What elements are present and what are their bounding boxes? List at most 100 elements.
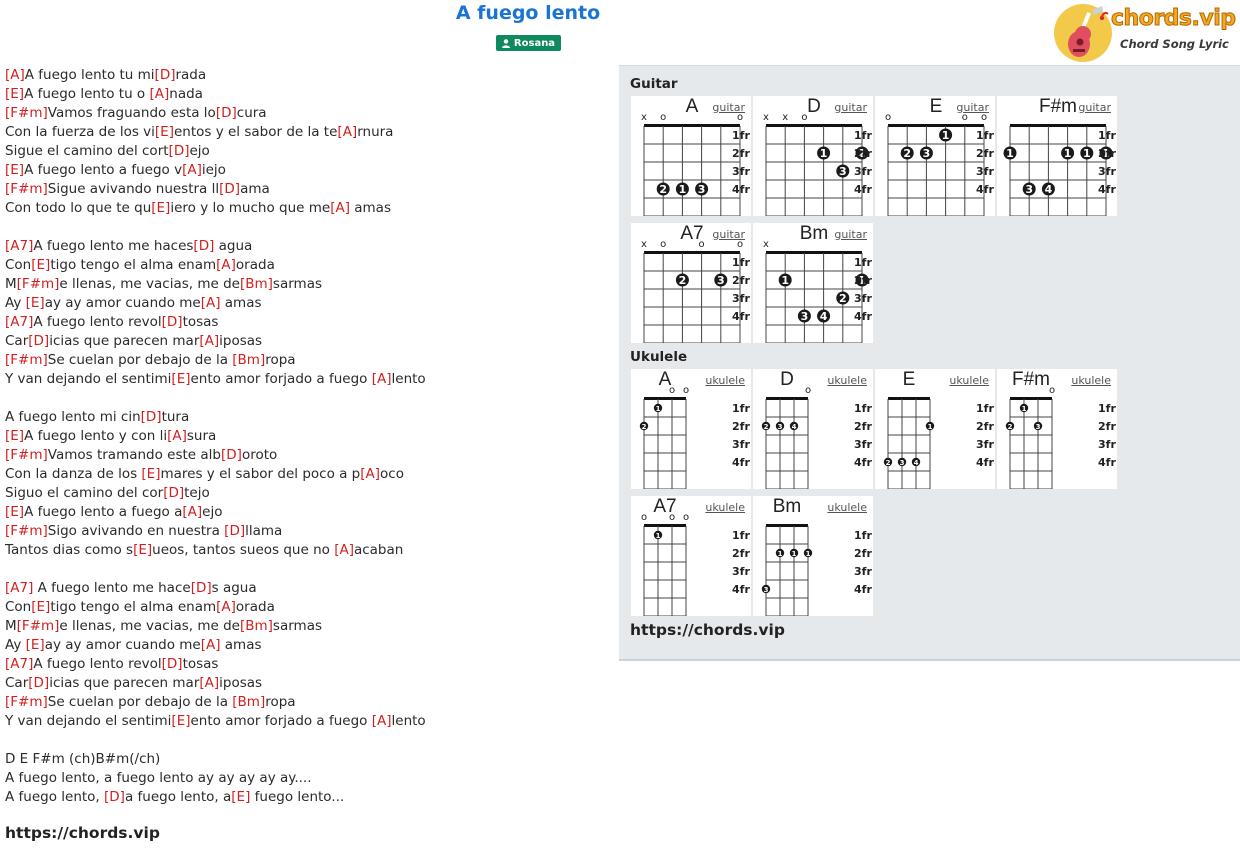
chord-link[interactable]: [A] <box>360 466 381 482</box>
lyric-line: [A7]A fuego lento revol[D]tosas <box>5 313 605 332</box>
chord-link[interactable]: [F#m] <box>5 181 48 197</box>
chord-link[interactable]: [A] <box>167 428 187 444</box>
chord-link[interactable]: [D] <box>161 314 183 330</box>
chord-link[interactable]: [Bm] <box>239 276 273 292</box>
chord-link[interactable]: [A] <box>200 295 221 311</box>
guitar-chord-link[interactable]: guitar <box>712 101 745 114</box>
chord-link[interactable]: [A] <box>199 675 220 691</box>
finger-dot: 3 <box>797 309 811 323</box>
chord-link[interactable]: [E] <box>151 200 171 216</box>
chord-link[interactable]: [D] <box>154 67 176 83</box>
chord-link[interactable]: [F#m] <box>5 352 48 368</box>
chord-link[interactable]: [E] <box>31 599 51 615</box>
chord-link[interactable]: [E] <box>171 371 191 387</box>
chord-link[interactable]: [A] <box>200 637 221 653</box>
guitar-chord-link[interactable]: guitar <box>956 101 989 114</box>
chord-link[interactable]: [D] <box>161 656 183 672</box>
chord-link[interactable]: [D] <box>224 523 246 539</box>
chord-link[interactable]: [A] <box>182 162 202 178</box>
chord-link[interactable]: [E] <box>5 162 25 178</box>
chord-link[interactable]: [E] <box>5 504 25 520</box>
chord-link[interactable]: [E] <box>25 295 45 311</box>
artist-badge[interactable]: Rosana <box>496 35 561 51</box>
chord-link[interactable]: [A7] <box>5 238 34 254</box>
chord-link[interactable]: [E] <box>5 86 25 102</box>
chord-link[interactable]: [D] <box>140 409 162 425</box>
chord-link[interactable]: [A] <box>334 542 354 558</box>
chord-link[interactable]: [D] <box>221 447 242 463</box>
chord-link[interactable]: [A7] <box>5 314 34 330</box>
chord-link[interactable]: [A] <box>371 371 392 387</box>
guitar-chord-link[interactable]: guitar <box>712 228 745 241</box>
chord-link[interactable]: [D] <box>104 789 125 805</box>
fret-number-label: 1fr <box>1098 402 1116 415</box>
chord-link[interactable]: [F#m] <box>5 523 48 539</box>
guitar-chord-link[interactable]: guitar <box>1078 101 1111 114</box>
site-logo[interactable]: chords.vip Chord Song Lyric <box>1052 2 1238 64</box>
chord-link[interactable]: [F#m] <box>5 694 48 710</box>
chord-link[interactable]: [Bm] <box>239 618 273 634</box>
lyric-text: sura <box>186 428 217 444</box>
ukulele-chord-link[interactable]: ukulele <box>827 501 867 514</box>
guitar-chord-link[interactable]: guitar <box>834 228 867 241</box>
chord-link[interactable]: [Bm] <box>232 694 266 710</box>
chord-link[interactable]: [A] <box>371 713 392 729</box>
lyric-line: A fuego lento, [D]a fuego lento, a[E] fu… <box>5 788 605 807</box>
chord-link[interactable]: [E] <box>133 542 153 558</box>
chord-link[interactable]: [D] <box>190 580 212 596</box>
chord-link[interactable]: [E] <box>231 789 251 805</box>
chord-link[interactable]: [A7] <box>5 580 34 596</box>
chord-link[interactable]: [D] <box>28 333 50 349</box>
chord-link[interactable]: [E] <box>5 428 25 444</box>
chord-link[interactable]: [E] <box>141 466 161 482</box>
chord-link[interactable]: [A] <box>199 333 220 349</box>
chord-link[interactable]: [E] <box>154 124 174 140</box>
chord-link[interactable]: [E] <box>25 637 45 653</box>
fretboard-nut <box>644 124 740 127</box>
chord-link[interactable]: [F#m] <box>5 105 48 121</box>
chord-link[interactable]: [E] <box>171 713 191 729</box>
chord-link[interactable]: [F#m] <box>5 447 48 463</box>
ukulele-chord-link[interactable]: ukulele <box>1071 374 1111 387</box>
chord-link[interactable]: [A] <box>5 67 25 83</box>
chord-link[interactable]: [A7] <box>5 656 34 672</box>
chord-link[interactable]: [D] <box>193 238 215 254</box>
chord-link[interactable]: [D] <box>219 181 241 197</box>
chord-link[interactable]: [A] <box>149 86 170 102</box>
chord-link[interactable]: [A] <box>216 257 236 273</box>
chord-link[interactable]: [A] <box>216 599 236 615</box>
fret-number-label: 2fr <box>976 147 994 160</box>
ukulele-chord-link[interactable]: ukulele <box>705 501 745 514</box>
chord-link[interactable]: [F#m] <box>16 276 60 292</box>
ukulele-chord-link[interactable]: ukulele <box>827 374 867 387</box>
guitar-chord-link[interactable]: guitar <box>834 101 867 114</box>
chord-link[interactable]: [Bm] <box>232 352 266 368</box>
chord-link[interactable]: [A] <box>337 124 358 140</box>
lyric-line: [F#m]Se cuelan por debajo de la [Bm]ropa <box>5 693 605 712</box>
chord-link[interactable]: [D] <box>28 675 50 691</box>
svg-text:2: 2 <box>1008 423 1013 431</box>
ukulele-chord-link[interactable]: ukulele <box>949 374 989 387</box>
chord-link[interactable]: [A] <box>330 200 350 216</box>
chord-link[interactable]: [D] <box>163 485 185 501</box>
chord-link[interactable]: [F#m] <box>16 618 60 634</box>
lyric-text: Siguo el camino del cor <box>5 485 164 501</box>
chord-link[interactable]: [D] <box>215 105 237 121</box>
chord-link[interactable]: [E] <box>31 257 51 273</box>
chord-link[interactable]: [D] <box>168 143 190 159</box>
chord-link[interactable]: [A] <box>182 504 203 520</box>
ukulele-chord-link[interactable]: ukulele <box>705 374 745 387</box>
lyrics-body: [A]A fuego lento tu mi[D]rada[E]A fuego … <box>5 66 605 807</box>
